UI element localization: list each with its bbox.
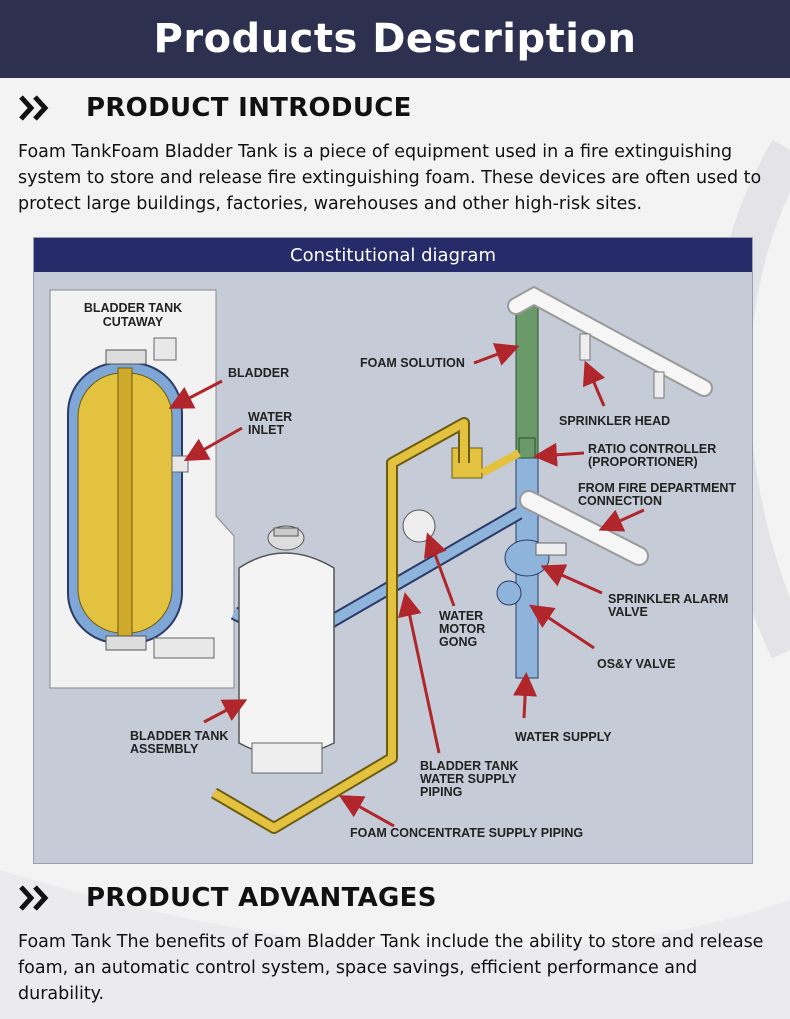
label-gong-2: MOTOR	[439, 622, 485, 636]
intro-line-2: system to store and release fire extingu…	[18, 168, 762, 188]
label-ratio-1: RATIO CONTROLLER	[588, 442, 716, 456]
label-bladder: BLADDER	[228, 366, 289, 380]
label-water-supply: WATER SUPPLY	[515, 730, 612, 744]
advantages-heading-row: PRODUCT ADVANTAGES	[18, 878, 437, 918]
label-alarm-1: SPRINKLER ALARM	[608, 592, 728, 606]
advantages-paragraph: Foam Tank The benefits of Foam Bladder T…	[18, 929, 776, 1007]
page-header: Products Description	[0, 0, 790, 78]
top-flange	[105, 349, 147, 365]
label-assembly-2: ASSEMBLY	[130, 742, 199, 756]
intro-line-3: protect large buildings, factories, ware…	[18, 194, 643, 214]
intro-paragraph: Foam TankFoam Bladder Tank is a piece of…	[18, 139, 776, 217]
label-cutaway-2: CUTAWAY	[103, 315, 164, 329]
diagram-title: Constitutional diagram	[34, 238, 752, 272]
bladder-tank-body	[238, 552, 335, 757]
label-assembly-1: BLADDER TANK	[130, 729, 228, 743]
bottom-flange	[105, 635, 147, 651]
label-gong-3: GONG	[439, 635, 477, 649]
label-fire-dept-1: FROM FIRE DEPARTMENT	[578, 481, 736, 495]
double-chevron-icon	[19, 95, 49, 121]
intro-line-1: Foam TankFoam Bladder Tank is a piece of…	[18, 142, 733, 162]
label-supply-pipe-2: WATER SUPPLY	[420, 772, 517, 786]
label-foam-solution: FOAM SOLUTION	[360, 356, 465, 370]
foam-solution-riser	[515, 302, 539, 459]
intro-heading: PRODUCT INTRODUCE	[86, 93, 412, 123]
label-supply-pipe-1: BLADDER TANK	[420, 759, 518, 773]
label-water-inlet-1: WATER	[248, 410, 292, 424]
label-foam-concentrate: FOAM CONCENTRATE SUPPLY PIPING	[350, 826, 583, 840]
constitutional-diagram: Constitutional diagram	[33, 237, 753, 864]
label-sprinkler-head: SPRINKLER HEAD	[559, 414, 670, 428]
label-alarm-2: VALVE	[608, 605, 648, 619]
top-valve	[153, 337, 177, 361]
advantages-heading: PRODUCT ADVANTAGES	[86, 883, 437, 913]
page-title: Products Description	[153, 16, 637, 62]
inlet-valve	[171, 455, 189, 473]
advantages-line-1: Foam Tank The benefits of Foam Bladder T…	[18, 932, 764, 952]
label-fire-dept-2: CONNECTION	[578, 494, 662, 508]
label-gong-1: WATER	[439, 609, 483, 623]
intro-heading-row: PRODUCT INTRODUCE	[18, 88, 412, 128]
bottom-piping	[153, 637, 215, 659]
diagram-illustration: BLADDER TANK CUTAWAY BLADDER WATER INLET…	[49, 285, 736, 840]
advantages-line-2: foam, an automatic control system, space…	[18, 958, 698, 978]
label-supply-pipe-3: PIPING	[420, 785, 462, 799]
advantages-line-3: durability.	[18, 984, 105, 1004]
center-tube	[117, 367, 133, 639]
label-water-inlet-2: INLET	[248, 423, 284, 437]
double-chevron-icon	[19, 885, 49, 911]
label-ratio-2: (PROPORTIONER)	[588, 455, 698, 469]
label-cutaway-1: BLADDER TANK	[84, 301, 182, 315]
label-osy: OS&Y VALVE	[597, 657, 676, 671]
